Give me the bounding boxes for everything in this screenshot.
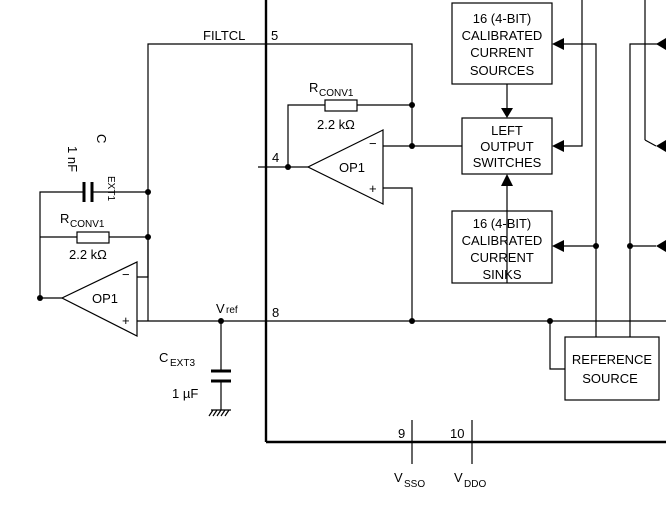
reference-source-text: REFERENCE SOURCE: [572, 352, 653, 386]
switches-right-wire: [564, 0, 583, 147]
filtcl-wire: [147, 43, 413, 321]
rconv1-ext-value: 2.2 kΩ: [69, 247, 107, 262]
current-sources-text: 16 (4-BIT) CALIBRATED CURRENT SOURCES: [462, 11, 543, 78]
pin10-label: 10: [450, 426, 464, 441]
current-sinks-text: 16 (4-BIT) CALIBRATED CURRENT SINKS: [462, 216, 543, 282]
op1-ext-label: OP1: [92, 291, 118, 306]
cext1-value: 1 nF: [65, 146, 80, 172]
reference-feed-wire-2: [629, 43, 666, 337]
pin8-label: 8: [272, 305, 279, 320]
svg-text:SWITCHES: SWITCHES: [473, 155, 542, 170]
junction-cext1: [145, 189, 151, 195]
vsso-label: V SSO: [394, 470, 425, 490]
svg-text:V: V: [394, 470, 403, 485]
svg-text:SOURCE: SOURCE: [582, 371, 638, 386]
pin9-label: 9: [398, 426, 405, 441]
junction-right-sinks: [627, 243, 633, 249]
op1-ext-amplifier: [60, 261, 138, 337]
svg-text:R: R: [60, 211, 69, 226]
rconv1-int-value: 2.2 kΩ: [317, 117, 355, 132]
svg-text:EXT1: EXT1: [105, 176, 116, 201]
svg-text:CURRENT: CURRENT: [470, 250, 534, 265]
rconv1-ext-resistor: [76, 231, 110, 244]
filtcl-label: FILTCL: [203, 28, 245, 43]
svg-text:V: V: [216, 301, 225, 316]
svg-text:LEFT: LEFT: [491, 123, 523, 138]
svg-text:SSO: SSO: [404, 479, 425, 490]
op1-ext-minus-wire: [137, 237, 149, 278]
svg-text:R: R: [309, 80, 318, 95]
junction-rconv1-ext: [145, 234, 151, 240]
arrow-sources-to-switches: [501, 108, 513, 118]
cext1-wire-left: [39, 191, 84, 298]
rconv1-ext-label: R CONV1: [60, 211, 105, 230]
arrow-right-bottom: [656, 240, 666, 252]
svg-text:CALIBRATED: CALIBRATED: [462, 233, 543, 248]
op1-int-amplifier: [306, 129, 384, 205]
reference-feed-wire-1: [564, 43, 597, 337]
svg-text:V: V: [454, 470, 463, 485]
arrow-right-middle: [656, 140, 666, 152]
rconv1-int-wire-left: [287, 104, 325, 167]
arrow-sources-right: [552, 38, 564, 50]
op1-int-plus-wire: [383, 187, 413, 321]
reference-source-block: [564, 336, 660, 401]
svg-text:SINKS: SINKS: [482, 267, 521, 282]
rconv1-int-resistor: [324, 99, 358, 112]
junction-op1-int-minus: [409, 143, 415, 149]
right-edge-wire-bend: [644, 139, 657, 147]
svg-text:CONV1: CONV1: [319, 88, 354, 99]
cext3-label: C EXT3: [159, 350, 195, 369]
pin4-label: 4: [272, 150, 279, 165]
op1-ext-plus: +: [122, 313, 130, 328]
current-sinks-block: [451, 210, 553, 284]
svg-text:REFERENCE: REFERENCE: [572, 352, 653, 367]
svg-text:CALIBRATED: CALIBRATED: [462, 28, 543, 43]
vddo-label: V DDO: [454, 470, 486, 490]
svg-text:CURRENT: CURRENT: [470, 45, 534, 60]
vref-label: V ref: [216, 301, 238, 316]
cext1-name: C: [94, 134, 109, 143]
cext3-value: 1 µF: [172, 386, 198, 401]
arrow-switches-right: [552, 140, 564, 152]
vref-to-reference-wire: [549, 321, 565, 370]
svg-text:CONV1: CONV1: [70, 219, 105, 230]
op1-int-minus: −: [369, 136, 377, 151]
svg-text:1 nF: 1 nF: [65, 146, 80, 172]
svg-text:EXT3: EXT3: [170, 358, 195, 369]
op1-ext-minus: −: [122, 267, 130, 282]
junction-op1-ext-output: [37, 295, 43, 301]
junction-op1-int-plus: [409, 318, 415, 324]
svg-text:ref: ref: [226, 305, 238, 316]
op1-int-label: OP1: [339, 160, 365, 175]
junction-reference: [547, 318, 553, 324]
arrow-sinks-to-switches: [501, 174, 513, 186]
svg-text:16 (4-BIT): 16 (4-BIT): [473, 216, 532, 231]
junction-pin4: [285, 164, 291, 170]
output-switches-text: LEFT OUTPUT SWITCHES: [473, 123, 542, 170]
svg-text:SOURCES: SOURCES: [470, 63, 535, 78]
svg-text:16 (4-BIT): 16 (4-BIT): [473, 11, 532, 26]
svg-text:OUTPUT: OUTPUT: [480, 139, 534, 154]
arrow-right-top: [656, 38, 666, 50]
arrow-sinks-right: [552, 240, 564, 252]
junction-rconv1-int: [409, 102, 415, 108]
rconv1-int-label: R CONV1: [309, 80, 354, 99]
junction-sinks: [593, 243, 599, 249]
svg-text:DDO: DDO: [464, 479, 486, 490]
op1-int-plus: +: [369, 181, 377, 196]
svg-text:C: C: [159, 350, 168, 365]
current-sources-block: [451, 2, 553, 85]
cext1-label: EXT1: [105, 176, 116, 201]
junction-vref: [218, 318, 224, 324]
svg-text:C: C: [94, 134, 109, 143]
pin5-label: 5: [271, 28, 278, 43]
ground-symbol: [208, 409, 231, 417]
